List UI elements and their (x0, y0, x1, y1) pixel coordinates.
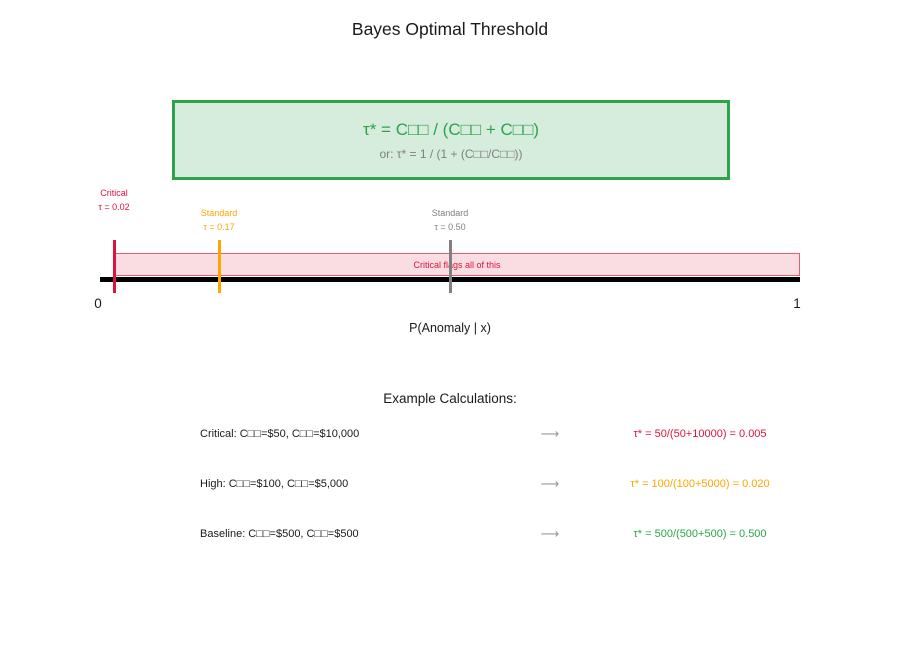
marker-name-standard-017: Standard (200, 208, 238, 218)
marker-name-standard-050: Standard (431, 208, 469, 218)
marker-line-critical (113, 240, 116, 293)
marker-line-standard-017 (218, 240, 221, 293)
marker-label-standard-017: Standard τ = 0.17 (201, 207, 238, 234)
axis-tick-0: 0 (94, 296, 102, 311)
axis-tick-1: 1 (793, 296, 801, 311)
marker-name-critical: Critical (100, 188, 128, 198)
marker-label-standard-050: Standard τ = 0.50 (432, 207, 469, 234)
right-arrow-icon: ⟶ (540, 426, 560, 441)
right-arrow-icon: ⟶ (540, 526, 560, 541)
calc-row-baseline: Baseline: C□□=$500, C□□=$500 ⟶ τ* = 500/… (0, 526, 900, 544)
formula-alt: or: τ* = 1 / (1 + (C□□/C□□)) (379, 146, 523, 161)
x-axis-label: P(Anomaly | x) (409, 321, 491, 335)
formula-main: τ* = C□□ / (C□□ + C□□) (362, 119, 539, 139)
marker-tau-standard-050: τ = 0.50 (434, 221, 466, 232)
marker-tau-standard-017: τ = 0.17 (203, 221, 235, 232)
band-label: Critical flags all of this (413, 259, 501, 270)
calc-left-baseline: Baseline: C□□=$500, C□□=$500 (200, 528, 359, 540)
right-arrow-icon: ⟶ (540, 476, 560, 491)
calc-result-critical: τ* = 50/(50+10000) = 0.005 (633, 428, 767, 440)
formula-box: τ* = C□□ / (C□□ + C□□) or: τ* = 1 / (1 +… (172, 100, 730, 180)
marker-line-standard-050 (449, 240, 452, 293)
marker-label-critical: Critical τ = 0.02 (98, 187, 129, 214)
marker-tau-critical: τ = 0.02 (98, 201, 130, 212)
examples-heading: Example Calculations: (383, 391, 517, 406)
figure-title: Bayes Optimal Threshold (351, 19, 549, 39)
calc-result-high: τ* = 100/(100+5000) = 0.020 (630, 478, 770, 490)
calc-left-critical: Critical: C□□=$50, C□□=$10,000 (200, 428, 360, 440)
calc-row-high: High: C□□=$100, C□□=$5,000 ⟶ τ* = 100/(1… (0, 476, 900, 494)
calc-result-baseline: τ* = 500/(500+500) = 0.500 (633, 528, 767, 540)
critical-flag-band: Critical flags all of this (114, 253, 800, 276)
calc-left-high: High: C□□=$100, C□□=$5,000 (200, 478, 349, 490)
calc-row-critical: Critical: C□□=$50, C□□=$10,000 ⟶ τ* = 50… (0, 426, 900, 444)
